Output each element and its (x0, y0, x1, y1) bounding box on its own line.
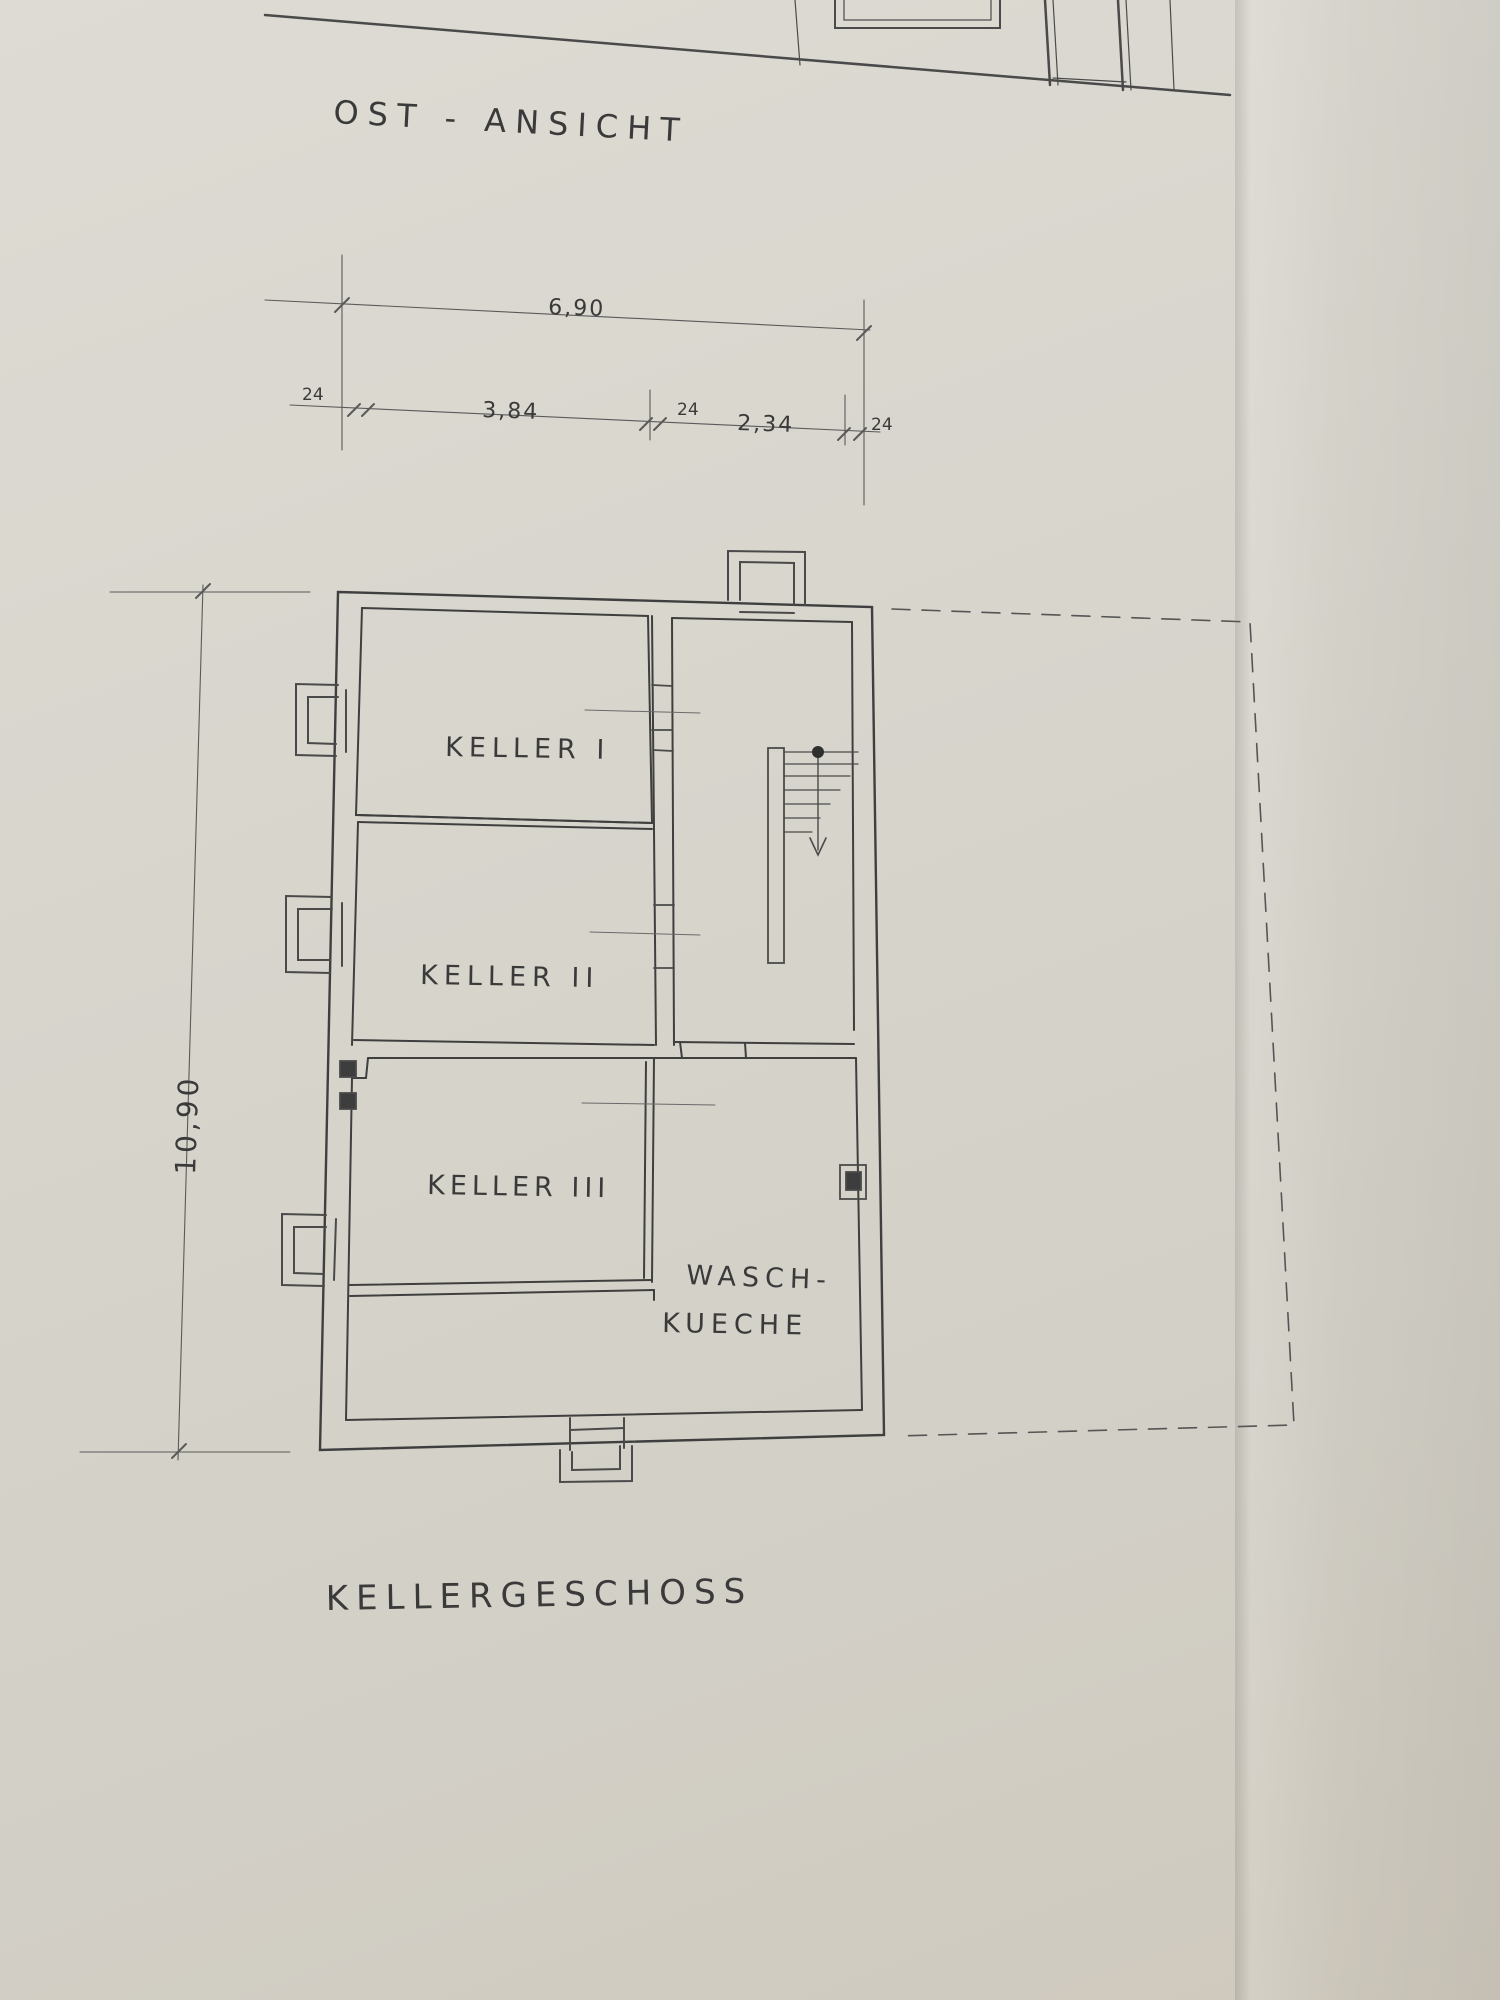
room-waschkueche-line2: KUECHE (662, 1308, 809, 1342)
dim-wall-right: 24 (871, 415, 893, 435)
dim-overall-width: 6,90 (548, 295, 606, 322)
page-fold-shadow (1235, 0, 1500, 2000)
plan-title: KELLERGESCHOSS (325, 1572, 753, 1619)
interior-walls (349, 615, 857, 1301)
annex-dashed-outline (891, 608, 1295, 1437)
dim-overall-depth: 10,90 (169, 1074, 205, 1175)
light-wells (281, 549, 806, 1484)
room-keller-1: KELLER I (445, 732, 611, 766)
flue-blocks (339, 1060, 867, 1200)
stair (767, 746, 859, 964)
dim-room-right: 2,34 (737, 411, 795, 438)
room-waschkueche-line1: WASCH- (686, 1260, 833, 1296)
dim-wall-middle: 24 (677, 400, 699, 420)
elevation-label: OST - ANSICHT (333, 93, 690, 150)
door-marks (581, 684, 716, 1106)
room-keller-2: KELLER II (420, 960, 600, 994)
east-elevation-fragment (263, 0, 1232, 97)
room-keller-3: KELLER III (427, 1170, 611, 1204)
dimension-lines (79, 254, 881, 1461)
dim-wall-left: 24 (302, 385, 324, 405)
dim-room-left: 3,84 (482, 398, 540, 425)
